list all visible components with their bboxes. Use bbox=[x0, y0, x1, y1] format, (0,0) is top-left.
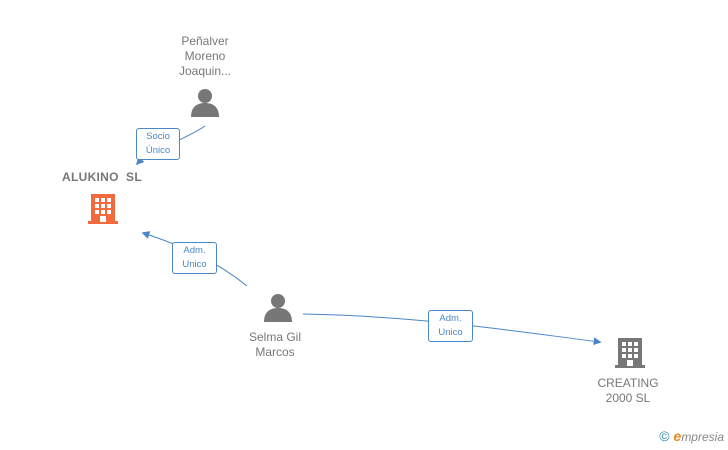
edge-label-adm2[interactable]: Adm. Unico bbox=[428, 310, 473, 342]
node-label-penalver[interactable]: Peñalver Moreno Joaquin... bbox=[178, 34, 232, 78]
copyright-icon: © bbox=[659, 428, 670, 444]
node-label-selma[interactable]: Selma Gil Marcos bbox=[248, 330, 301, 359]
building-icon[interactable] bbox=[615, 338, 645, 368]
brand-name: mpresia bbox=[681, 430, 724, 444]
brand-e: e bbox=[673, 428, 682, 444]
edge-label-adm1[interactable]: Adm. Unico bbox=[172, 242, 217, 274]
node-label-creating[interactable]: CREATING 2000 SL bbox=[597, 376, 659, 405]
empresia-logo: ©empresia bbox=[659, 428, 724, 444]
person-icon[interactable] bbox=[191, 89, 219, 117]
person-icon[interactable] bbox=[264, 294, 292, 322]
node-label-alukino[interactable]: ALUKINO SL bbox=[62, 170, 142, 184]
building-icon[interactable] bbox=[88, 194, 118, 224]
edge-label-socio[interactable]: Socio Único bbox=[136, 128, 180, 160]
